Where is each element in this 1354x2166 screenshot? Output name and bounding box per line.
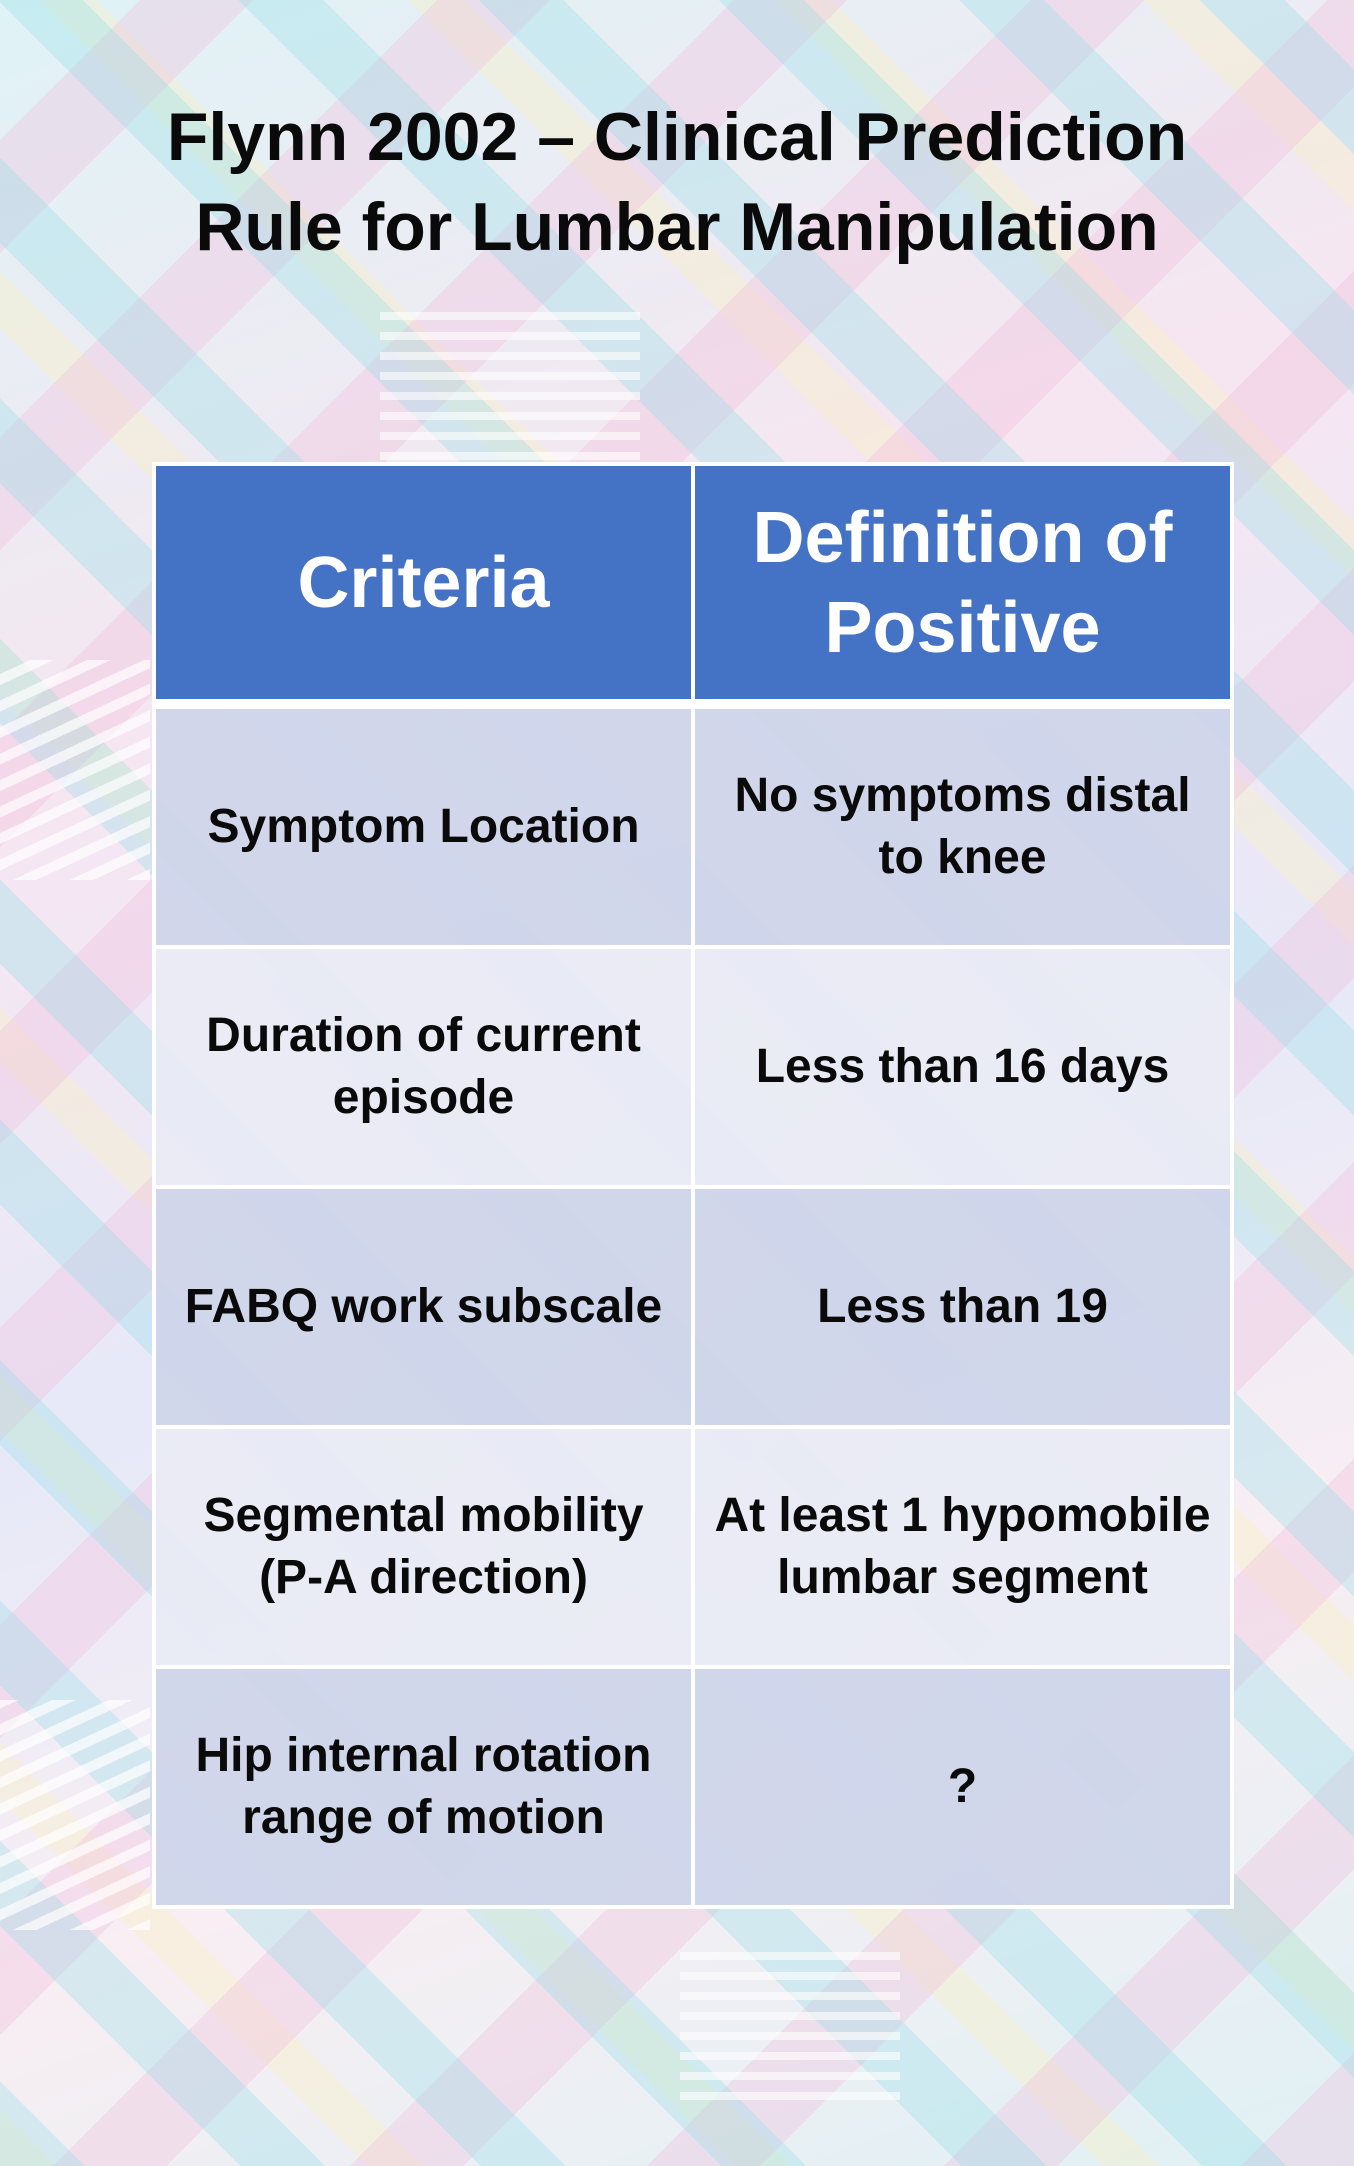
- criteria-cell: Duration of current episode: [152, 945, 695, 1189]
- definition-cell: At least 1 hypomobile lumbar segment: [691, 1425, 1234, 1669]
- criteria-table-container: Criteria Definition of Positive Symptom …: [152, 462, 1234, 1909]
- definition-cell: Less than 16 days: [691, 945, 1234, 1189]
- background-stripes: [380, 300, 640, 460]
- table-row: Symptom Location No symptoms distal to k…: [152, 702, 1234, 949]
- background-stripes: [0, 660, 150, 880]
- definition-cell: ?: [691, 1665, 1234, 1909]
- table-row: Duration of current episode Less than 16…: [152, 945, 1234, 1189]
- column-header-criteria: Criteria: [152, 462, 695, 709]
- definition-cell: No symptoms distal to knee: [691, 702, 1234, 949]
- criteria-cell: FABQ work subscale: [152, 1185, 695, 1429]
- table-row: FABQ work subscale Less than 19: [152, 1185, 1234, 1429]
- table-row: Segmental mobility (P-A direction) At le…: [152, 1425, 1234, 1669]
- criteria-cell: Segmental mobility (P-A direction): [152, 1425, 695, 1669]
- page-title-line-1: Flynn 2002 – Clinical Prediction: [166, 99, 1188, 175]
- table-row: Hip internal rotation range of motion ?: [152, 1665, 1234, 1909]
- column-header-definition: Definition of Positive: [691, 462, 1234, 709]
- page-title-line-2: Rule for Lumbar Manipulation: [195, 189, 1159, 265]
- background-stripes: [680, 1940, 900, 2100]
- table-header-row: Criteria Definition of Positive: [152, 462, 1234, 709]
- page-title: Flynn 2002 – Clinical Prediction Rule fo…: [0, 92, 1354, 272]
- definition-cell: Less than 19: [691, 1185, 1234, 1429]
- background-stripes: [0, 1700, 150, 1930]
- criteria-table: Criteria Definition of Positive Symptom …: [152, 462, 1234, 1909]
- criteria-cell: Hip internal rotation range of motion: [152, 1665, 695, 1909]
- criteria-cell: Symptom Location: [152, 702, 695, 949]
